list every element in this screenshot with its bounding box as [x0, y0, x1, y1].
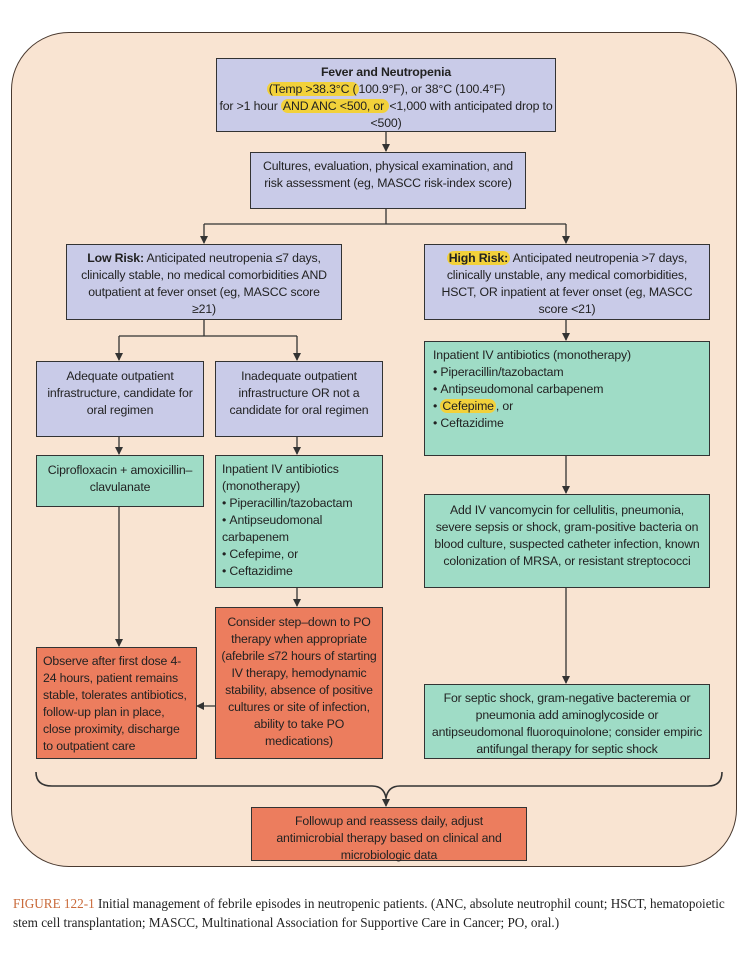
fever-neutropenia-box: Fever and Neutropenia (Temp >38.3°C (100…: [216, 58, 556, 132]
arrow-low-split: [119, 320, 297, 337]
inadequate-infrastructure-box: Inadequate outpatient infrastructure OR …: [215, 361, 383, 437]
fever-neutropenia-title: Fever and Neutropenia: [320, 65, 452, 79]
inpatient-iv-low-box: Inpatient IV antibiotics (monotherapy) P…: [215, 455, 383, 588]
assessment-box: Cultures, evaluation, physical examinati…: [250, 152, 526, 209]
septic-shock-box: For septic shock, gram-negative bacterem…: [424, 684, 710, 759]
high-risk-label: High Risk:: [446, 251, 511, 265]
list-item: Ceftazidime: [222, 563, 376, 580]
followup-box: Followup and reassess daily, adjust anti…: [251, 807, 527, 862]
list-item: Cefepime, or: [433, 398, 701, 415]
highlight-temp: (Temp >38.3°C (: [266, 82, 359, 96]
figure-caption: FIGURE 122-1 Initial management of febri…: [13, 894, 733, 932]
observe-discharge-box: Observe after first dose 4-24 hours, pat…: [36, 647, 197, 759]
figure-label: FIGURE 122-1: [13, 896, 95, 911]
highlight-cefepime: Cefepime: [440, 399, 496, 413]
fever-criteria-line2: for >1 hour AND ANC <500, or <1,000 with…: [219, 99, 553, 130]
list-item: Cefepime, or: [222, 546, 376, 563]
vancomycin-box: Add IV vancomycin for cellulitis, pneumo…: [424, 494, 710, 588]
oral-regimen-box: Ciprofloxacin + amoxicillin–clavulanate: [36, 455, 204, 507]
inpatient-iv-high-title: Inpatient IV antibiotics (monotherapy): [433, 348, 631, 362]
list-item: Antipseudomonal carbapenem: [222, 512, 376, 546]
step-down-box: Consider step–down to PO therapy when ap…: [215, 607, 383, 759]
fever-criteria-line1: (Temp >38.3°C (100.9°F), or 38°C (100.4°…: [266, 82, 506, 96]
list-item: Piperacillin/tazobactam: [433, 364, 701, 381]
low-risk-box: Low Risk: Anticipated neutropenia ≤7 day…: [66, 244, 342, 320]
inpatient-iv-low-list: Piperacillin/tazobactam Antipseudomonal …: [222, 495, 376, 580]
inpatient-iv-low-title: Inpatient IV antibiotics (monotherapy): [222, 462, 339, 493]
highlight-anc: AND ANC <500, or: [280, 99, 390, 113]
inpatient-iv-high-box: Inpatient IV antibiotics (monotherapy) P…: [424, 341, 710, 456]
low-risk-label: Low Risk:: [87, 251, 144, 265]
adequate-infrastructure-box: Adequate outpatient infrastructure, cand…: [36, 361, 204, 437]
inpatient-iv-high-list: Piperacillin/tazobactam Antipseudomonal …: [433, 364, 701, 432]
caption-text: Initial management of febrile episodes i…: [13, 896, 725, 930]
list-item: Antipseudomonal carbapenem: [433, 381, 701, 398]
bracket-brace: [35, 771, 723, 799]
list-item: Ceftazidime: [433, 415, 701, 432]
high-risk-box: High Risk: Anticipated neutropenia >7 da…: [424, 244, 710, 320]
list-item: Piperacillin/tazobactam: [222, 495, 376, 512]
arrow-assess-split: [204, 209, 566, 225]
